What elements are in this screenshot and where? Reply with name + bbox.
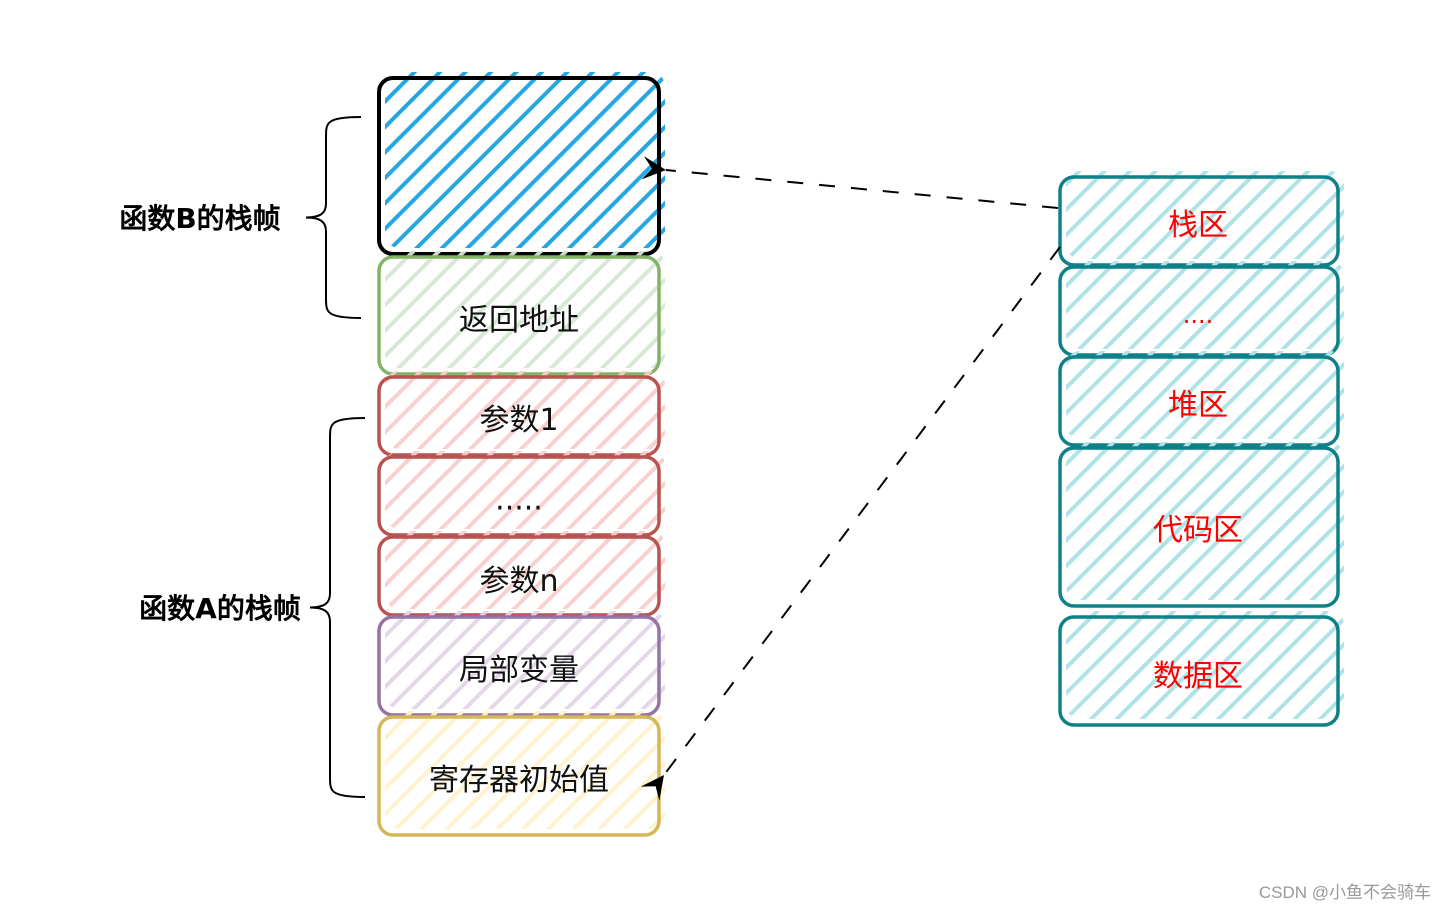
mem-label-data: 数据区: [1153, 659, 1243, 694]
mem-label-stack: 栈区: [1168, 208, 1228, 243]
brace-label-frame-b: 函数B的栈帧: [119, 202, 281, 235]
watermark: CSDN @小鱼不会骑车: [1258, 883, 1431, 902]
mem-label-ellipsis: ....: [1182, 301, 1214, 329]
box-label-param-1: 参数1: [479, 403, 559, 438]
arrow-stack-to-frame-b: [641, 156, 1059, 209]
box-label-return-address: 返回地址: [459, 303, 579, 338]
box-label-param-ellipsis: .....: [495, 482, 543, 518]
brace-frame-b: [305, 116, 362, 319]
brace-frame-a: [309, 417, 366, 798]
memory-region-code: [1058, 442, 1344, 608]
box-label-param-n: 参数n: [479, 564, 559, 599]
brace-label-frame-a: 函数A的栈帧: [139, 592, 301, 625]
arrow-stack-to-register-init: [640, 246, 1061, 801]
box-label-local-vars: 局部变量: [459, 653, 579, 688]
stack-box-frame-b-top: [377, 72, 665, 256]
mem-label-code: 代码区: [1153, 513, 1243, 548]
memory-region-data: [1058, 611, 1344, 727]
mem-label-heap: 堆区: [1168, 388, 1228, 423]
box-label-register-init: 寄存器初始值: [429, 763, 609, 798]
